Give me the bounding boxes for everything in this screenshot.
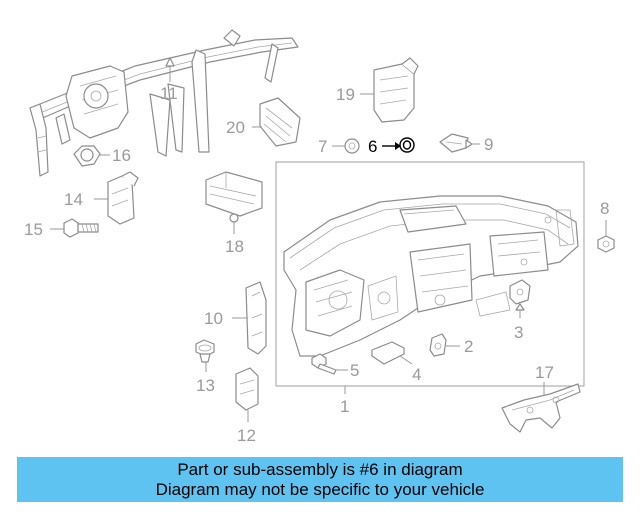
part-4-clip xyxy=(371,341,413,365)
part-14-bracket xyxy=(94,171,139,225)
part-7-grommet xyxy=(332,138,360,154)
info-banner: Part or sub-assembly is #6 in diagram Di… xyxy=(17,457,623,502)
part-label-9: 9 xyxy=(484,135,493,154)
part-16-nut xyxy=(73,145,110,167)
part-label-2: 2 xyxy=(464,337,473,356)
part-label-19: 19 xyxy=(336,85,355,104)
part-20-vent xyxy=(252,97,301,147)
part-9-clip xyxy=(439,133,480,153)
part-8-grommet xyxy=(597,220,615,253)
part-17-brace xyxy=(501,382,581,433)
part-label-20: 20 xyxy=(226,118,245,137)
part-label-3: 3 xyxy=(514,323,523,342)
part-label-6: 6 xyxy=(368,137,377,156)
part-label-17: 17 xyxy=(535,363,554,382)
part-label-15: 15 xyxy=(24,220,43,239)
part-label-18: 18 xyxy=(225,237,244,256)
part-5-screw xyxy=(311,353,348,375)
part-12-bracket xyxy=(235,367,259,422)
part-11-support-beam xyxy=(29,29,299,177)
part-label-14: 14 xyxy=(64,190,83,209)
part-13-fastener xyxy=(195,339,215,372)
part-3-bracket xyxy=(509,279,531,318)
part-15-bolt xyxy=(50,218,99,238)
part-label-8: 8 xyxy=(600,199,609,218)
part-6-plug xyxy=(382,137,415,153)
part-label-7: 7 xyxy=(318,137,327,156)
part-label-10: 10 xyxy=(204,309,223,328)
part-10-panel-piece xyxy=(232,281,267,355)
part-label-11: 11 xyxy=(160,84,178,103)
part-18-module xyxy=(205,171,263,234)
part-label-5: 5 xyxy=(350,361,359,380)
part-1-instrument-panel xyxy=(275,161,585,394)
banner-line-2: Diagram may not be specific to your vehi… xyxy=(155,479,485,499)
part-label-1: 1 xyxy=(340,397,349,416)
part-label-16: 16 xyxy=(112,146,131,165)
part-label-12: 12 xyxy=(237,426,256,445)
part-label-4: 4 xyxy=(412,365,421,384)
parts-diagram: 11 16 14 15 20 19 7 xyxy=(24,29,615,445)
banner-line-1: Part or sub-assembly is #6 in diagram xyxy=(177,459,463,479)
part-label-13: 13 xyxy=(196,376,215,395)
part-19-duct xyxy=(360,57,419,123)
part-2-clip xyxy=(429,333,460,357)
